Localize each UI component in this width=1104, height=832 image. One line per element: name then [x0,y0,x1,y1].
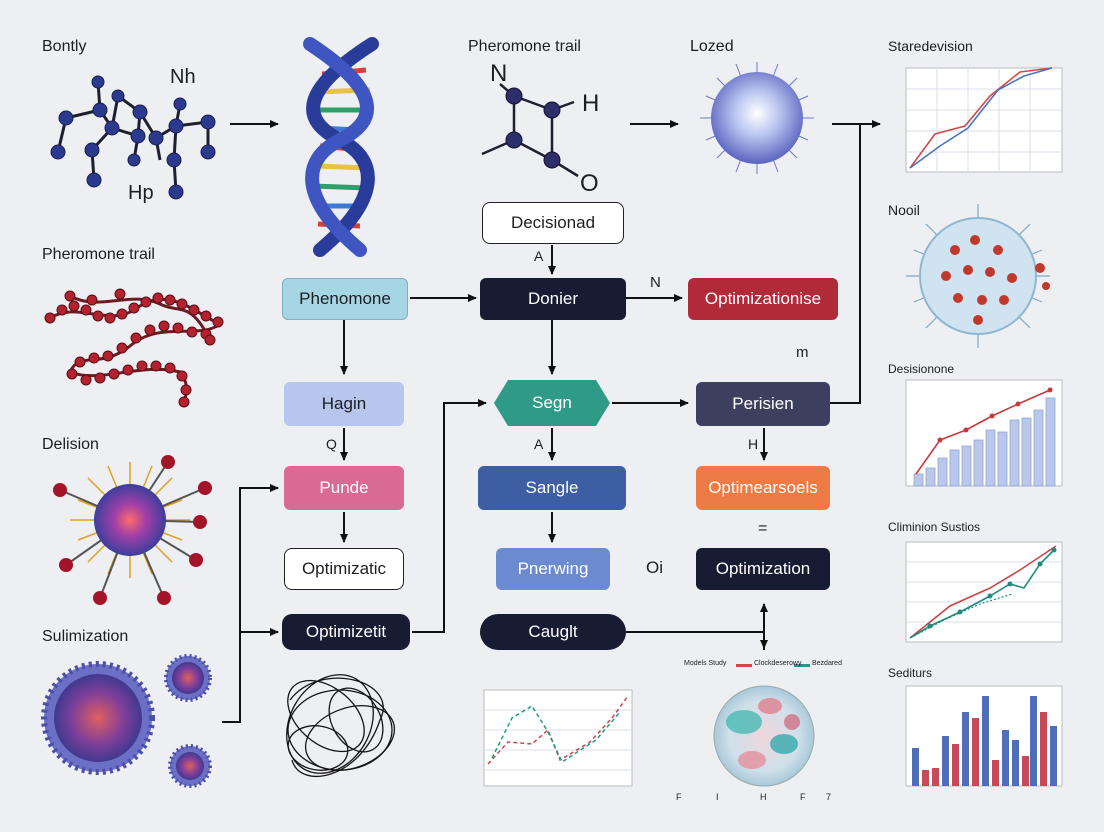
node-pnerwing[interactable]: Pnerwing [496,548,610,590]
chart-title-sediturs: Sediturs [888,666,933,680]
delision-particle [53,455,212,605]
edge-label-h: H [748,436,759,452]
chart-climinion [905,541,1063,643]
scribble [286,674,396,777]
legend-item-3: Bezdared [812,660,842,667]
label-mol-o: O [580,170,599,197]
node-punde[interactable]: Punde [284,466,404,510]
legend-swatch-red [736,664,752,667]
node-hagin[interactable]: Hagin [284,382,404,426]
edge-label-m: m [796,344,809,361]
sulimization-cluster [41,654,212,788]
edge-label-oi: Oi [646,558,663,577]
node-optimizetit[interactable]: Optimizetit [282,614,410,650]
edge-label-q: Q [326,436,337,452]
legend-item-2: Clockdeserowy [754,660,802,667]
heatmap-tick-5: 7 [826,792,832,802]
heatmap-tick-4: F [800,792,806,802]
node-segn[interactable]: Segn [532,393,572,412]
chart-title-staredevision: Staredevision [888,38,973,54]
node-decisionad[interactable]: Decisionad [482,202,624,244]
node-donier[interactable]: Donier [480,278,626,320]
label-sulimization: Sulimization [42,628,129,645]
label-lozed: Lozed [690,38,734,55]
edge-label-n: N [650,274,661,291]
label-delision: Delision [42,436,99,453]
chart-desisionone [905,379,1063,487]
heatmap-tick-1: F [676,792,682,802]
node-pheromone[interactable]: Phenomone [282,278,408,320]
lozed-sphere [700,62,814,174]
chart-title-climinion: Climinion Sustios [888,520,981,534]
pheromone-chain [44,288,224,408]
label-mol-h: H [582,90,600,117]
legend-swatch-teal [794,664,810,667]
chart-bottom-dashed [483,689,633,787]
arrow-sulimization-punde [222,484,279,723]
legend-item-1: Models Study [684,660,727,667]
edge-label-a1: A [534,248,544,264]
node-optimizatic[interactable]: Optimizatic [284,548,404,590]
nooil-sphere [906,204,1050,348]
chart-title-desisionone: Desisionone [888,362,955,376]
arrow-optimizetit-segn [412,399,487,633]
node-optimization[interactable]: Optimization [696,548,830,590]
node-segn-shape [494,380,610,426]
label-nooil: Nooil [888,202,920,218]
label-nh: Nh [170,66,196,88]
label-pheromone-trail-top: Pheromone trail [468,38,581,55]
dna-helix [303,37,379,257]
node-optimearsoels[interactable]: Optimearsoels [696,466,830,510]
label-mol-n: N [490,60,508,87]
node-caught[interactable]: Cauglt [480,614,626,650]
heatmap-tick-2: I [716,792,719,802]
heatmap-tick-3: H [760,792,767,802]
edge-label-a2: A [534,436,544,452]
label-pheromone-trail-left: Pheromone trail [42,246,155,263]
label-bontly: Bontly [42,38,87,55]
edge-label-eq: = [758,520,768,537]
bontly-atoms [50,75,216,200]
chart-sediturs [905,685,1063,787]
node-sangle[interactable]: Sangle [478,466,626,510]
arrow-perisien-chart [830,120,881,404]
node-optimizationise[interactable]: Optimizationise [688,278,838,320]
label-hp: Hp [128,182,154,204]
chart-staredevision [905,67,1063,173]
nho-molecule [481,83,579,178]
circular-heatmap [713,685,815,787]
node-perisien[interactable]: Perisien [696,382,830,426]
connectors [222,120,881,723]
